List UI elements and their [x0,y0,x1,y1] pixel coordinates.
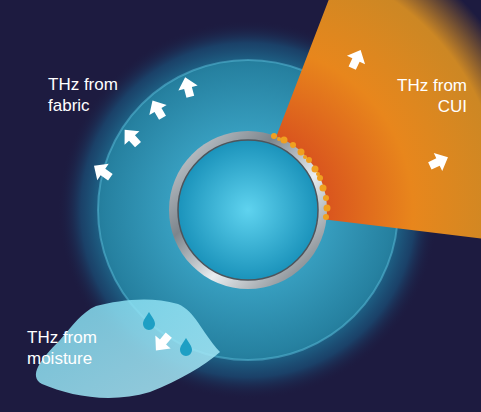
fabric-label: THz from fabric [48,74,130,116]
moisture-label: THz from moisture [27,327,109,369]
cui-label: THz from CUI [385,75,467,117]
